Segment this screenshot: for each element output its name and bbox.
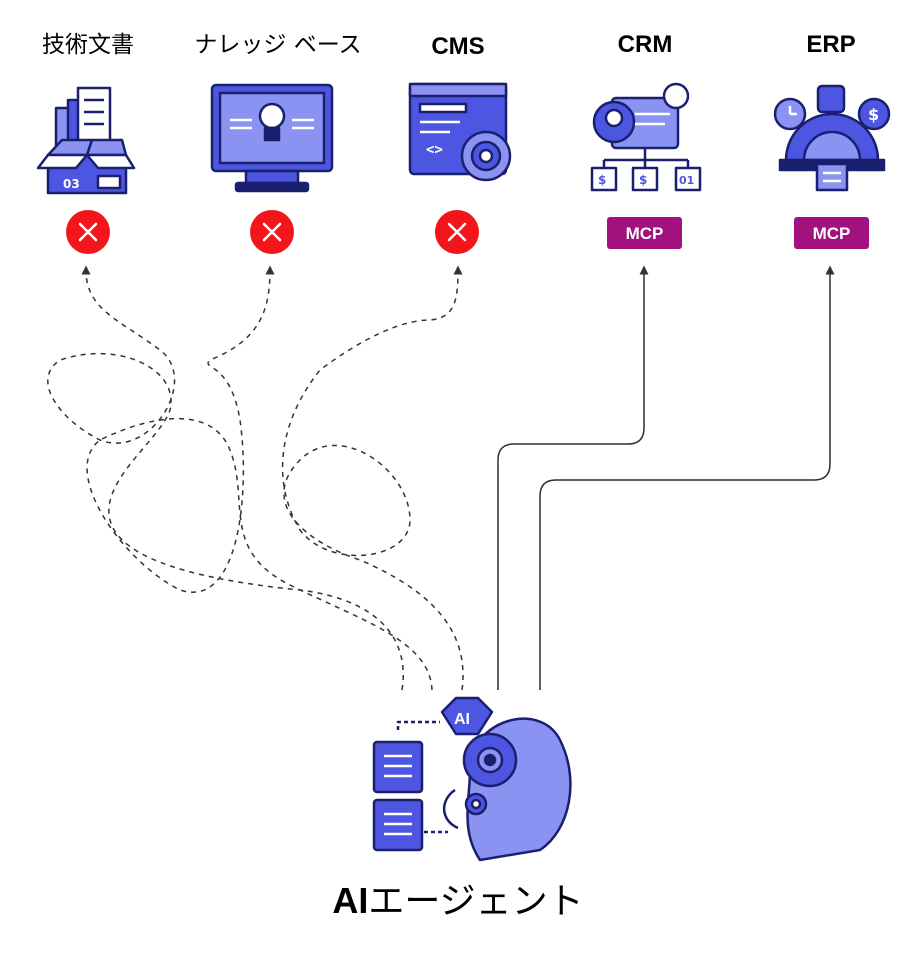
blocked-status-knowledge-base — [250, 210, 294, 254]
label-erp: ERP — [806, 31, 855, 58]
close-icon — [78, 222, 98, 242]
monitor-lightbulb-icon — [210, 83, 334, 193]
svg-text:$: $ — [639, 173, 647, 187]
label-cms: CMS — [431, 33, 484, 60]
dashed-path-knowledge-base — [86, 265, 433, 691]
dashed-path-tech-docs — [47, 265, 404, 691]
label-knowledge-base: ナレッジ ベース — [194, 32, 361, 58]
close-icon — [262, 222, 282, 242]
robot-head-icon: AI — [372, 696, 572, 862]
mcp-connection-crm — [497, 265, 649, 690]
svg-text:$: $ — [868, 105, 879, 124]
label-crm: CRM — [618, 31, 673, 58]
close-icon — [447, 222, 467, 242]
svg-text:MCP: MCP — [813, 224, 851, 243]
ai-chip-label: AI — [454, 711, 470, 728]
svg-text:$: $ — [598, 173, 606, 187]
browser-gear-icon: <> — [408, 82, 512, 182]
blocked-status-cms — [435, 210, 479, 254]
agent-label: AIエージェント — [332, 880, 583, 922]
blocked-status-tech-docs — [66, 210, 110, 254]
mcp-connection-erp — [539, 265, 835, 690]
mcp-badge-crm: MCP — [607, 217, 682, 249]
svg-text:MCP: MCP — [626, 224, 664, 243]
label-tech-docs: 技術文書 — [42, 32, 134, 58]
svg-text:<>: <> — [426, 142, 443, 158]
box-documents-icon: 03 — [36, 86, 136, 195]
svg-text:01: 01 — [679, 174, 694, 187]
customer-network-icon: $ $ 01 — [590, 82, 702, 192]
svg-text:03: 03 — [63, 177, 80, 191]
mcp-badge-erp: MCP — [794, 217, 869, 249]
gear-resources-icon: $ — [773, 84, 891, 192]
dashed-path-cms — [281, 265, 464, 691]
